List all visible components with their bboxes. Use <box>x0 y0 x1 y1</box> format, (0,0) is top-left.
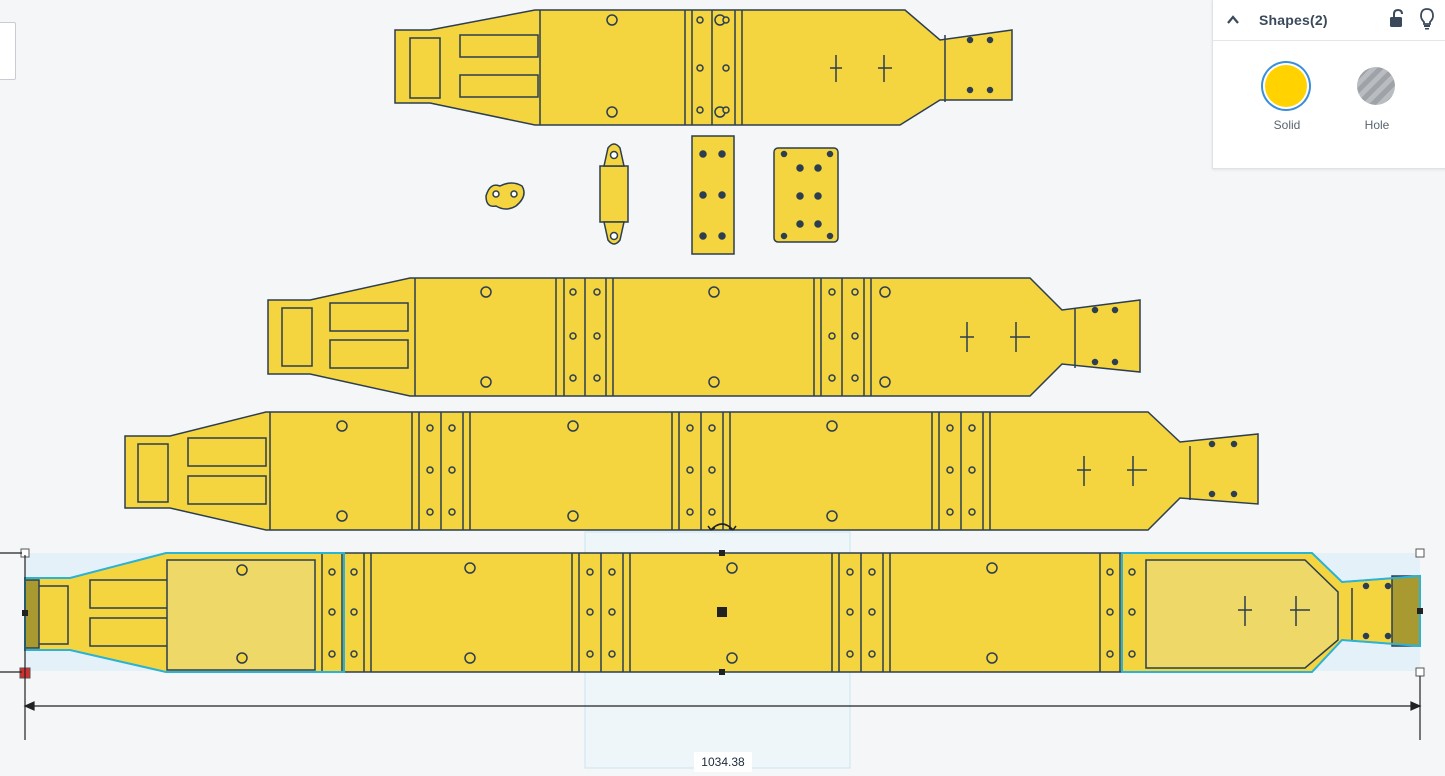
lock-open-icon[interactable] <box>1389 9 1405 29</box>
resize-handle-bottom-right[interactable] <box>1415 667 1425 677</box>
rotate-arrow-icon <box>707 525 737 531</box>
resize-handle-top-mid[interactable] <box>719 550 725 556</box>
solid-color-swatch[interactable] <box>1265 65 1307 107</box>
small-part-link[interactable] <box>485 182 525 210</box>
length-dimension-input[interactable]: 1034.38 <box>694 752 752 772</box>
chevron-up-icon[interactable] <box>1225 12 1241 28</box>
chassis-part-middle[interactable] <box>267 277 1141 397</box>
dimension-ruler <box>0 552 1422 740</box>
hole-swatch[interactable] <box>1357 67 1395 105</box>
chassis-part-lower[interactable] <box>124 411 1259 531</box>
small-part-mount[interactable] <box>599 143 629 245</box>
small-part-plate-wide[interactable] <box>773 147 839 243</box>
resize-handle-top-right[interactable] <box>1415 548 1425 558</box>
small-part-plate-narrow[interactable] <box>691 135 735 255</box>
chassis-part-top[interactable] <box>394 9 1013 126</box>
center-handle[interactable] <box>717 607 727 617</box>
resize-handle-bottom-mid[interactable] <box>719 669 725 675</box>
left-toolbar-edge[interactable] <box>0 22 16 80</box>
panel-header: Shapes(2) <box>1213 0 1445 41</box>
lightbulb-icon[interactable] <box>1419 8 1435 30</box>
panel-title: Shapes(2) <box>1259 12 1328 28</box>
hole-label: Hole <box>1364 118 1390 132</box>
resize-handle-right-mid[interactable] <box>1417 608 1423 614</box>
shapes-inspector-panel: Shapes(2) Solid Hole <box>1212 0 1445 169</box>
selection-outline <box>24 552 1421 673</box>
solid-label: Solid <box>1273 118 1301 132</box>
